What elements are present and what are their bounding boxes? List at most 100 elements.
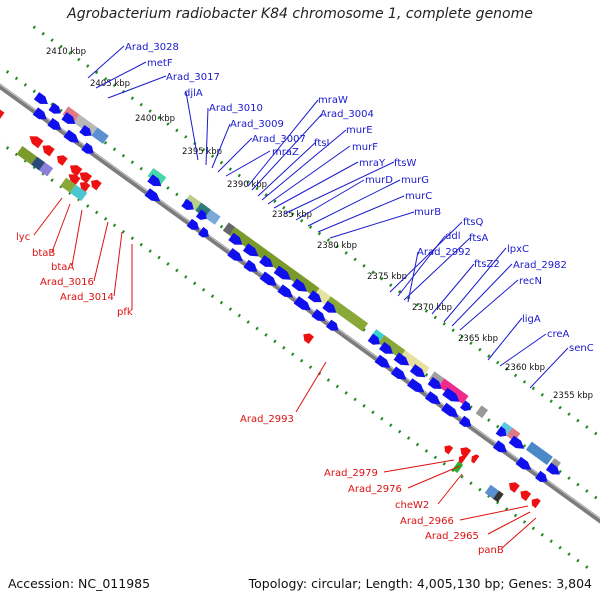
gene-label-forward: ftsQ	[463, 217, 483, 228]
feature-block	[378, 334, 406, 359]
forward-gene-arrow	[460, 400, 471, 411]
forward-gene-arrow	[63, 129, 80, 143]
gene-label-forward: Arad_3028	[125, 42, 179, 53]
feature-block	[62, 106, 80, 123]
forward-gene-arrow	[181, 198, 194, 210]
gene-label-reverse: btaA	[51, 262, 74, 273]
gene-label-reverse: panB	[478, 545, 504, 556]
leader-line	[529, 347, 569, 389]
forward-gene-arrow	[322, 300, 337, 313]
leader-line	[251, 113, 323, 191]
reverse-gene-leaders	[33, 197, 537, 549]
leader-line	[107, 75, 167, 99]
forward-gene-arrow	[259, 255, 274, 267]
reverse-gene-arrow	[79, 182, 91, 192]
feature-block	[205, 209, 221, 225]
kbp-tick-label: 2380 kbp	[317, 241, 357, 251]
forward-gene-arrow	[195, 209, 207, 220]
forward-gene-arrow	[326, 319, 339, 331]
reverse-gene-arrow	[91, 179, 102, 191]
reverse-gene-arrow	[471, 454, 480, 464]
reverse-gene-arrow	[303, 333, 314, 344]
gene-label-reverse: Arad_2993	[240, 414, 294, 425]
leader-line	[205, 107, 209, 166]
forward-gene-arrow	[277, 284, 293, 298]
gene-label-forward: Arad_2992	[417, 247, 471, 258]
gene-label-forward: Arad_2982	[513, 260, 567, 271]
leader-line	[431, 263, 475, 315]
reverse-gene-arrow	[460, 447, 472, 458]
leader-line	[295, 179, 365, 221]
gene-label-forward: recN	[519, 276, 542, 287]
forward-gene-arrow	[273, 265, 291, 280]
forward-gene-arrow	[495, 426, 507, 437]
feature-block	[222, 222, 236, 236]
forward-gene-arrow	[259, 271, 277, 286]
gene-label-forward: Arad_3009	[230, 119, 284, 130]
gene-label-forward: Arad_3007	[252, 134, 306, 145]
genome-stats-label: Topology: circular; Length: 4,005,130 bp…	[248, 576, 592, 591]
forward-gene-arrow	[515, 456, 532, 470]
leader-line	[211, 123, 231, 169]
forward-gene-arrow	[186, 218, 199, 230]
gene-label-forward: ftsI	[314, 138, 329, 149]
gene-label-forward: ftsW	[394, 158, 416, 169]
forward-gene-arrow	[409, 364, 426, 378]
feature-block	[91, 127, 109, 144]
feature-block	[492, 490, 504, 503]
leader-line	[295, 361, 327, 413]
forward-gene-arrow	[227, 248, 243, 262]
kbp-tick-label: 2415 kbp	[3, 14, 43, 24]
gene-label-reverse: lyc	[16, 232, 30, 243]
gene-label-forward: creA	[547, 329, 570, 340]
forward-gene-arrow	[61, 112, 76, 124]
accession-label: Accession: NC_011985	[8, 576, 151, 591]
gene-label-forward: murG	[401, 175, 429, 186]
forward-gene-arrow	[492, 440, 507, 453]
gene-label-forward: ftsZ2	[474, 259, 500, 270]
forward-cds-arrows	[32, 92, 560, 482]
leader-line	[247, 99, 319, 187]
forward-gene-arrow	[144, 188, 161, 202]
gene-label-forward: mraW	[318, 95, 348, 106]
leader-line	[407, 251, 419, 303]
feature-block	[16, 146, 37, 165]
gene-label-forward: murE	[346, 125, 373, 136]
forward-gene-arrow	[81, 142, 94, 154]
forward-gene-arrow	[535, 470, 548, 482]
leader-line	[225, 150, 271, 177]
gene-label-forward: Arad_3017	[166, 72, 220, 83]
forward-gene-arrow	[508, 435, 525, 449]
feature-block	[324, 296, 369, 332]
gene-label-forward: murB	[414, 207, 441, 218]
leader-line	[329, 211, 415, 239]
leader-line	[93, 221, 109, 282]
leader-line	[501, 517, 537, 549]
kbp-tick-label: 2405 kbp	[90, 79, 130, 89]
reverse-gene-arrow	[0, 109, 5, 119]
feature-block	[31, 156, 46, 171]
leader-line	[51, 203, 71, 253]
forward-gene-arrow	[48, 102, 61, 114]
forward-gene-arrow	[441, 402, 459, 417]
leader-line	[397, 235, 446, 297]
leader-line	[113, 231, 123, 297]
kbp-tick-label: 2395 kbp	[182, 147, 222, 157]
feature-block	[73, 114, 98, 136]
feature-block	[484, 484, 499, 499]
forward-gene-arrow	[228, 232, 243, 245]
reverse-gene-arrow	[68, 174, 81, 185]
leader-line	[87, 45, 125, 79]
forward-gene-arrow	[367, 333, 380, 345]
reverse-gene-arrow	[444, 445, 454, 455]
forward-gene-arrow	[79, 125, 92, 137]
forward-gene-arrow	[545, 462, 560, 475]
leader-line	[437, 473, 463, 505]
leader-line	[403, 237, 471, 301]
forward-gene-arrow	[32, 107, 47, 120]
gene-label-forward: ftsA	[469, 233, 488, 244]
gene-label-forward: senC	[569, 343, 594, 354]
gene-label-forward: Arad_3010	[209, 103, 263, 114]
gene-label-reverse: Arad_2965	[425, 531, 479, 542]
